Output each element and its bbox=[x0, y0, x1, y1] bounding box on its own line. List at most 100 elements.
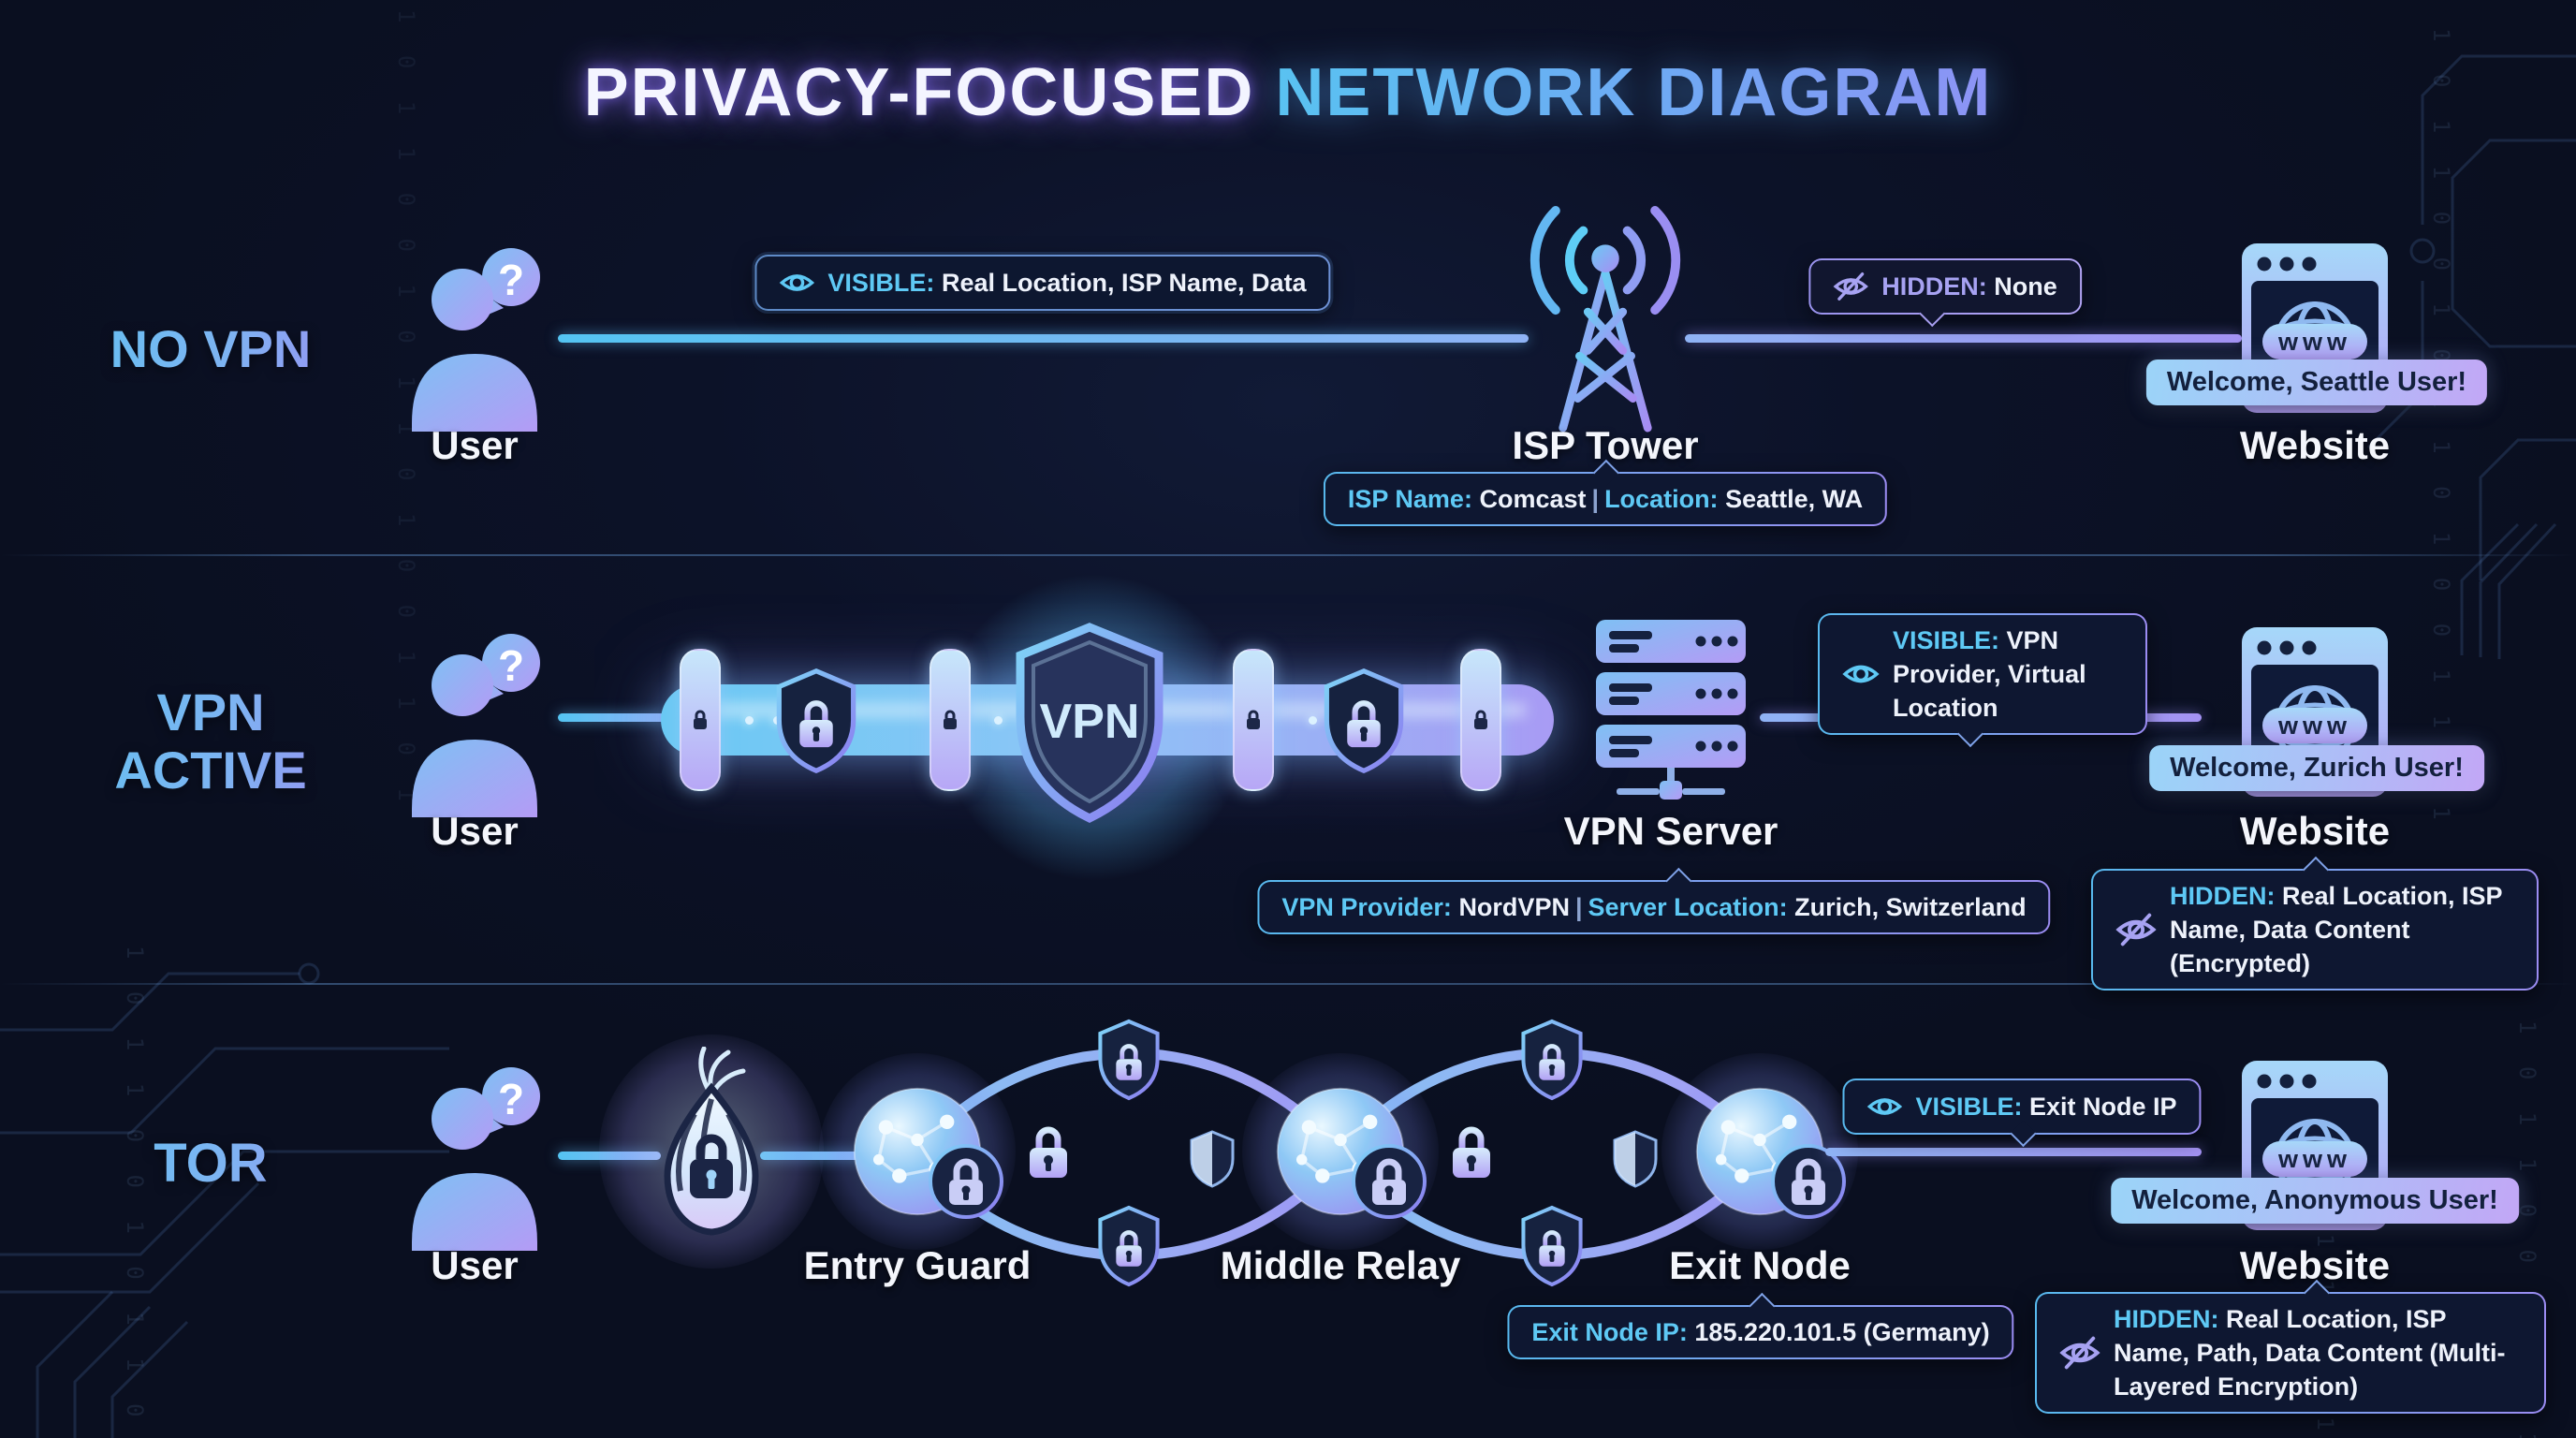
tooltip-key: Exit Node IP: bbox=[1531, 1318, 1688, 1346]
tunnel-coupling bbox=[680, 649, 721, 791]
connection-line bbox=[1825, 1148, 2202, 1156]
vpn-provider-tooltip: VPN Provider: NordVPN|Server Location: Z… bbox=[1257, 867, 2050, 934]
banner-text: Welcome, Seattle User! bbox=[2166, 367, 2467, 397]
shield-lock-icon bbox=[1517, 1018, 1587, 1102]
visible-key: VISIBLE: bbox=[827, 269, 935, 297]
title-part-1: PRIVACY-FOCUSED bbox=[583, 55, 1255, 130]
shield-lock-icon bbox=[1319, 667, 1409, 775]
question-mark: ? bbox=[497, 256, 525, 304]
row-divider bbox=[0, 983, 2576, 985]
lock-icon bbox=[1022, 1120, 1075, 1183]
banner-text: Welcome, Zurich User! bbox=[2170, 753, 2464, 783]
website-banner: Welcome, Zurich User! bbox=[2149, 745, 2484, 791]
tor-onion-icon bbox=[646, 1047, 777, 1248]
vpn-server-node bbox=[1594, 620, 1748, 807]
hidden-tooltip: HIDDEN: Real Location, ISP Name, Path, D… bbox=[2035, 1279, 2546, 1414]
connection-line bbox=[558, 334, 1529, 343]
page-title: PRIVACY-FOCUSED NETWORK DIAGRAM bbox=[0, 54, 2576, 131]
website-banner: Welcome, Anonymous User! bbox=[2111, 1178, 2519, 1224]
user-icon bbox=[393, 625, 557, 817]
visible-badge: VISIBLE: Real Location, ISP Name, Data bbox=[754, 255, 1330, 311]
entry-guard-label: Entry Guard bbox=[803, 1243, 1032, 1287]
eye-slash-icon bbox=[1833, 269, 1868, 304]
hidden-value: Real Location, ISP Name, Data Content (E… bbox=[2170, 882, 2503, 977]
website-banner: Welcome, Seattle User! bbox=[2145, 360, 2488, 405]
question-mark: ? bbox=[497, 1075, 525, 1123]
shield-icon bbox=[1188, 1130, 1237, 1188]
website-node: www bbox=[2240, 1059, 2390, 1232]
lock-icon bbox=[691, 708, 710, 732]
server-icon bbox=[1594, 620, 1748, 807]
lock-badge-icon bbox=[927, 1142, 1005, 1221]
website-node: www bbox=[2240, 625, 2390, 799]
eye-slash-icon bbox=[2059, 1332, 2100, 1373]
lock-badge-icon bbox=[1350, 1142, 1428, 1221]
hidden-key: HIDDEN: bbox=[2114, 1305, 2219, 1333]
exit-node-tooltip: Exit Node IP: 185.220.101.5 (Germany) bbox=[1507, 1292, 2013, 1359]
website-label: Website bbox=[2239, 809, 2391, 853]
visible-badge: VISIBLE: Exit Node IP bbox=[1842, 1078, 2201, 1148]
lock-icon bbox=[1244, 708, 1263, 732]
exit-node-label: Exit Node bbox=[1669, 1243, 1851, 1287]
hidden-key: HIDDEN: bbox=[2170, 882, 2276, 910]
isp-tower-node bbox=[1495, 192, 1716, 445]
shield-lock-icon bbox=[1094, 1018, 1164, 1102]
shield-lock-icon bbox=[771, 667, 861, 775]
lock-icon bbox=[1471, 708, 1490, 732]
tooltip-value: 185.220.101.5 (Germany) bbox=[1694, 1318, 1990, 1346]
shield-lock-icon bbox=[1094, 1204, 1164, 1288]
tunnel-coupling bbox=[929, 649, 971, 791]
user-node: ? bbox=[393, 625, 557, 817]
shield-icon bbox=[1611, 1130, 1660, 1188]
lock-icon bbox=[1445, 1120, 1498, 1183]
visible-key: VISIBLE: bbox=[1915, 1093, 2023, 1121]
visible-key: VISIBLE: bbox=[1893, 626, 2000, 654]
tooltip-key: VPN Provider: bbox=[1281, 893, 1452, 921]
tunnel-coupling bbox=[1460, 649, 1501, 791]
visible-badge: VISIBLE: VPN Provider, Virtual Location bbox=[1818, 613, 2147, 748]
tooltip-value: NordVPN bbox=[1458, 893, 1570, 921]
tooltip-key: Server Location: bbox=[1588, 893, 1788, 921]
connection-line bbox=[1685, 334, 2242, 343]
website-node: www bbox=[2240, 242, 2390, 415]
shield-lock-icon bbox=[1517, 1204, 1587, 1288]
connection-line bbox=[558, 713, 666, 722]
www-label: www bbox=[2277, 712, 2351, 740]
title-part-2: NETWORK DIAGRAM bbox=[1275, 55, 1993, 130]
hidden-value: Real Location, ISP Name, Path, Data Cont… bbox=[2114, 1305, 2506, 1401]
row-label-tor: TOR bbox=[56, 1135, 365, 1193]
isp-tower-icon bbox=[1495, 192, 1716, 445]
tooltip-value: Seattle, WA bbox=[1725, 485, 1864, 513]
user-label: User bbox=[431, 1243, 519, 1287]
eye-icon bbox=[779, 265, 814, 301]
row-label-no-vpn: NO VPN bbox=[56, 320, 365, 378]
eye-slash-icon bbox=[2115, 909, 2157, 950]
tooltip-value: Zurich, Switzerland bbox=[1794, 893, 2027, 921]
user-node: ? bbox=[393, 240, 557, 432]
user-label: User bbox=[431, 809, 519, 853]
visible-value: VPN Provider, Virtual Location bbox=[1893, 626, 2086, 722]
banner-text: Welcome, Anonymous User! bbox=[2131, 1185, 2498, 1215]
tooltip-key: ISP Name: bbox=[1347, 485, 1472, 513]
user-node: ? bbox=[393, 1059, 557, 1251]
row-label-line2: ACTIVE bbox=[114, 741, 307, 800]
www-label: www bbox=[2277, 328, 2351, 356]
visible-value: Exit Node IP bbox=[2029, 1093, 2177, 1121]
vpn-shield-label: VPN bbox=[1040, 695, 1140, 749]
user-icon bbox=[393, 1059, 557, 1251]
visible-value: Real Location, ISP Name, Data bbox=[941, 269, 1307, 297]
eye-icon bbox=[1866, 1089, 1902, 1124]
www-label: www bbox=[2277, 1145, 2351, 1173]
binary-decoration: 1 0 1 1 0 0 1 0 1 1 0 1 0 0 1 1 0 1 bbox=[2428, 28, 2454, 829]
vpn-server-label: VPN Server bbox=[1563, 809, 1778, 853]
tunnel-coupling bbox=[1233, 649, 1274, 791]
tooltip-key: Location: bbox=[1604, 485, 1719, 513]
row-divider bbox=[0, 554, 2576, 556]
tooltip-value: Comcast bbox=[1479, 485, 1587, 513]
user-icon bbox=[393, 240, 557, 432]
eye-icon bbox=[1842, 655, 1880, 693]
isp-tooltip: ISP Name: Comcast|Location: Seattle, WA bbox=[1324, 459, 1887, 526]
hidden-key: HIDDEN: bbox=[1881, 272, 1987, 301]
connection-line bbox=[558, 1152, 661, 1160]
